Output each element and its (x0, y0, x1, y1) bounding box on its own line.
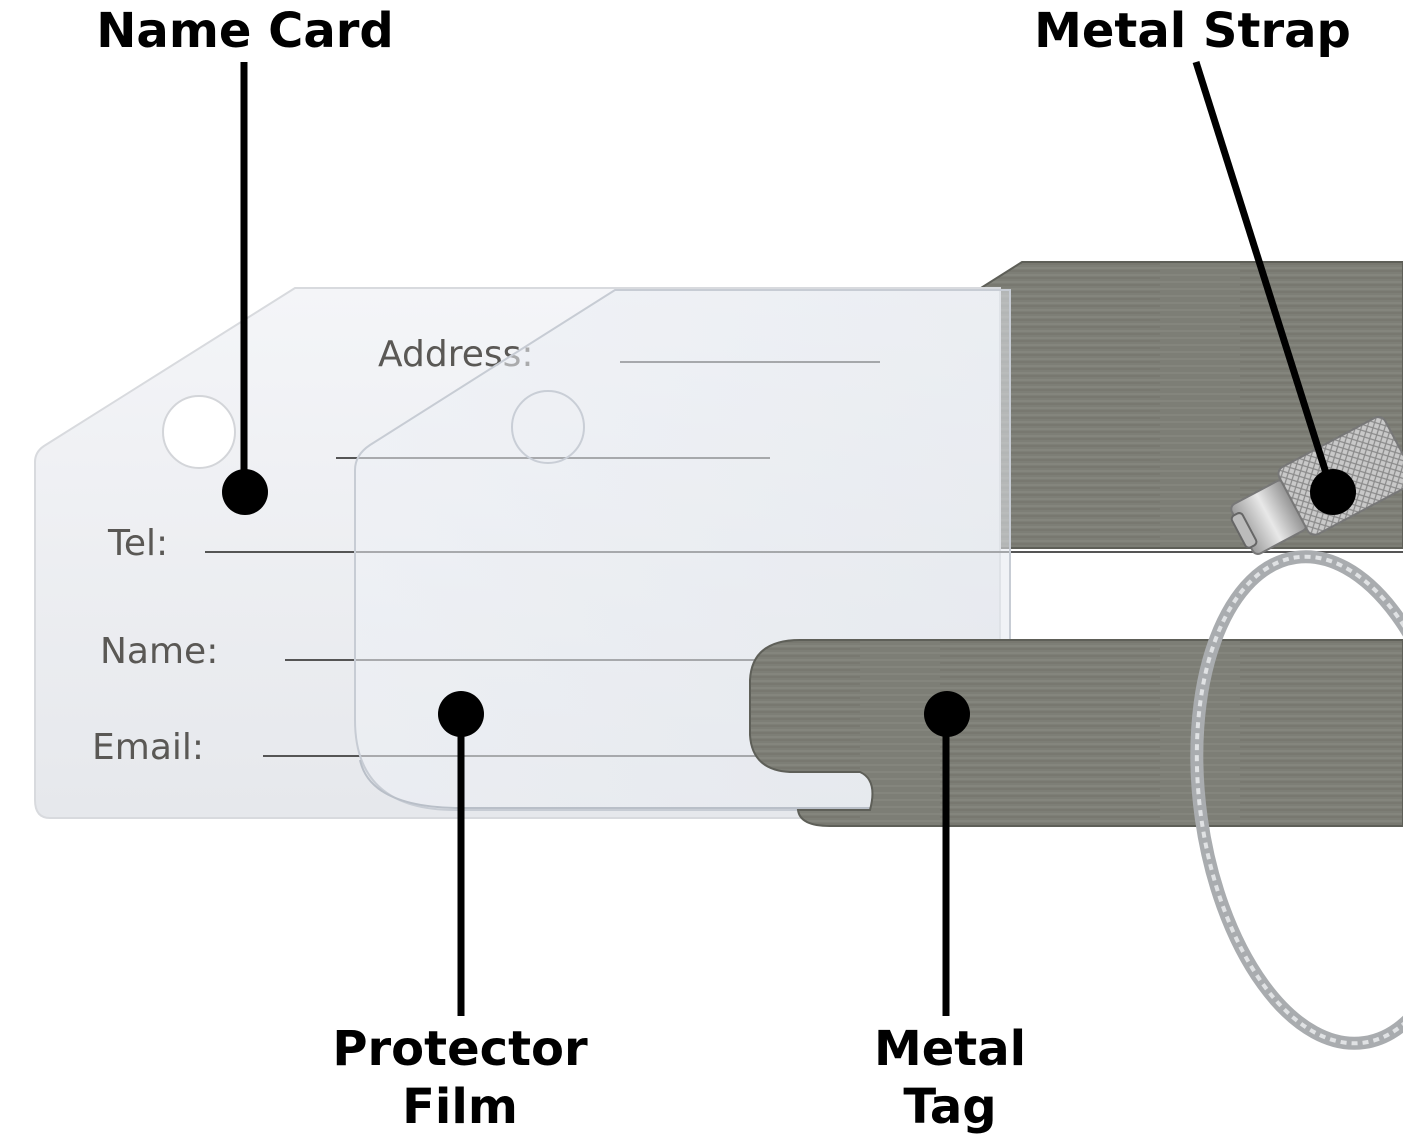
metal-strap-marker-dot (1310, 469, 1356, 515)
metal-strap-label: Metal Strap (1034, 3, 1351, 59)
protector-marker-dot (438, 691, 484, 737)
protector-film-label-line-2: Film (402, 1079, 518, 1135)
name-card-marker-dot (222, 469, 268, 515)
metal-tag-marker-dot (924, 691, 970, 737)
protector-film-label: Protector Film (295, 1020, 625, 1136)
protector-film-hole (511, 390, 585, 464)
metal-tag-label-line-2: Tag (903, 1079, 997, 1135)
metal-tag-label: Metal Tag (840, 1020, 1060, 1136)
name-card-hole (162, 395, 236, 469)
tel-field-label: Tel: (107, 523, 168, 564)
email-field-label: Email: (92, 727, 204, 768)
protector-film-label-line-1: Protector (332, 1021, 588, 1077)
metal-strap-leader (1192, 60, 1336, 494)
metal-tag-label-line-1: Metal (873, 1021, 1027, 1077)
callout-leaders (240, 60, 1336, 1016)
name-field-label: Name: (100, 631, 218, 672)
name-card-label: Name Card (96, 3, 394, 59)
metal-tag-front (749, 639, 1403, 827)
